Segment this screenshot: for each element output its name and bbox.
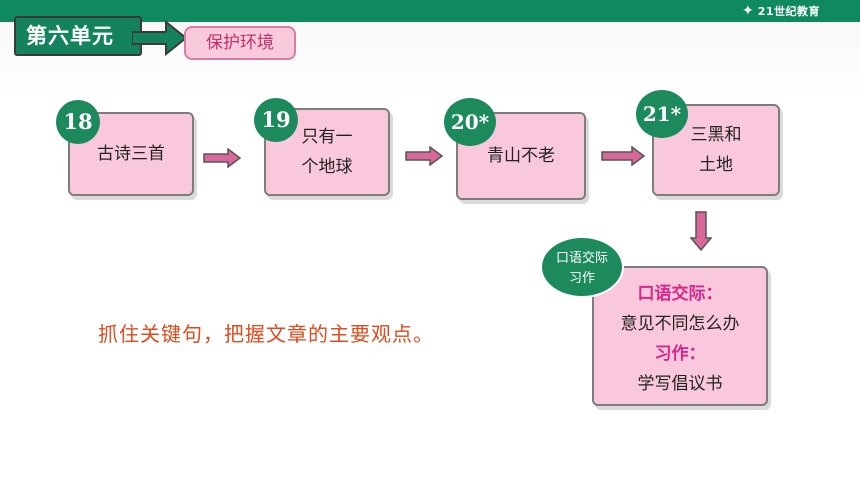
oral-writing-bubble: 口语交际 习作: [540, 236, 624, 298]
lesson-title-line1: 三黑和: [690, 125, 742, 145]
topic-tag: 保护环境: [184, 26, 296, 60]
lesson-title-line1: 只有一: [301, 127, 353, 147]
publisher-logo: ✦ 21世纪教育: [742, 2, 820, 20]
bubble-line1: 口语交际: [555, 251, 608, 266]
oral-writing-card[interactable]: 口语交际： 意见不同怎么办 习作： 学写倡议书: [592, 266, 768, 406]
arrow-right-icon: [203, 148, 242, 168]
arrow-down-icon: [690, 211, 712, 252]
lesson-number-badge: 19: [254, 98, 298, 142]
lesson-title-line2: 土地: [699, 155, 733, 175]
lesson-number-badge: 20*: [444, 98, 496, 146]
unit-tag: 第六单元: [14, 16, 142, 56]
lesson-title: 青山不老: [487, 146, 555, 166]
lesson-number-badge: 18: [56, 100, 100, 144]
oral-heading: 口语交际：: [637, 284, 723, 304]
learning-hint: 抓住关键句，把握文章的主要观点。: [98, 322, 434, 346]
lesson-title-line2: 个地球: [301, 157, 353, 177]
logo-text: 21世纪教育: [757, 5, 820, 18]
arrow-right-icon: [405, 146, 444, 166]
runner-icon: ✦: [741, 3, 754, 19]
writing-heading: 习作：: [654, 344, 706, 364]
top-banner: ✦ 21世纪教育: [0, 0, 860, 22]
unit-arrow-icon: [132, 20, 188, 56]
writing-topic: 学写倡议书: [637, 374, 723, 394]
arrow-right-icon: [601, 146, 646, 166]
lesson-number-badge: 21*: [636, 90, 688, 138]
oral-topic: 意见不同怎么办: [620, 314, 740, 334]
lesson-title: 古诗三首: [97, 144, 165, 164]
bubble-line2: 习作: [568, 271, 595, 286]
